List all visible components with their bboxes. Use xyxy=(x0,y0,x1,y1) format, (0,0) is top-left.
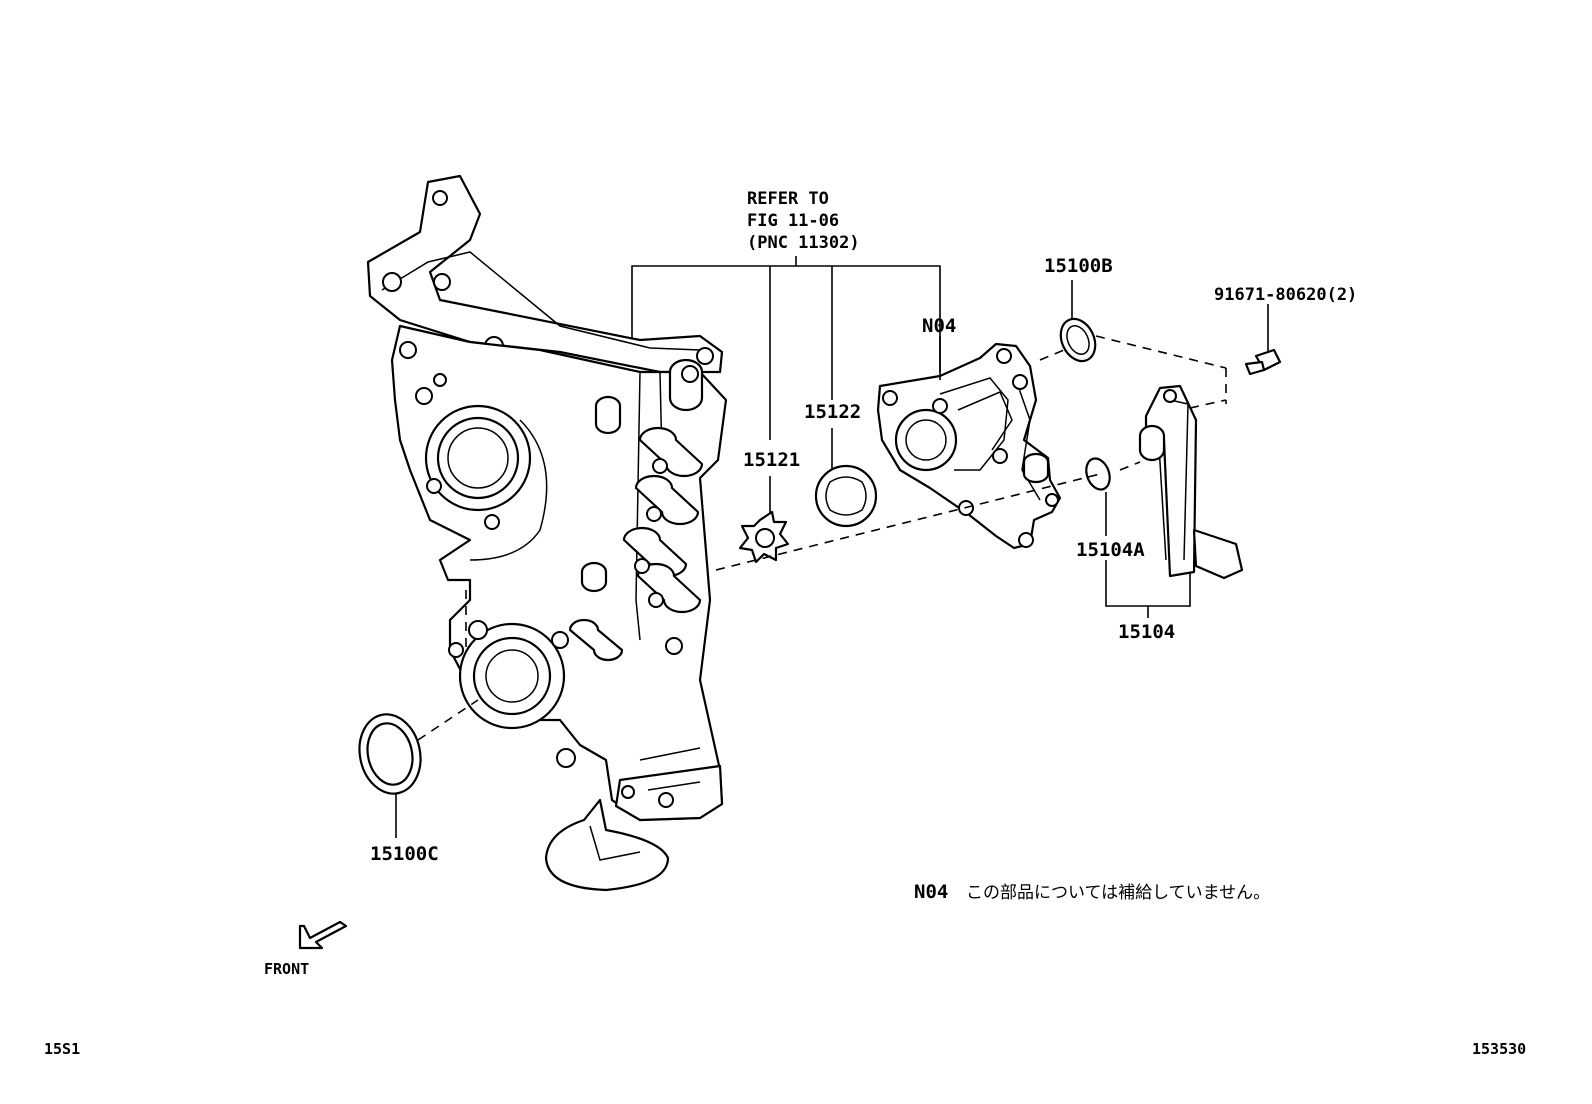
callout-15104: 15104 xyxy=(1118,621,1175,643)
callout-15100B: 15100B xyxy=(1044,255,1113,277)
refer-to-bracket xyxy=(631,256,941,516)
tensioner-assembly-15104 xyxy=(1138,384,1244,580)
refer-to-line-2: FIG 11-06 xyxy=(747,211,839,231)
oil-seal-15100C xyxy=(358,713,422,795)
callout-15121: 15121 xyxy=(743,449,800,471)
front-arrow-icon xyxy=(298,920,348,950)
note-text: この部品については補給していません。 xyxy=(966,883,1270,903)
outer-rotor-15122 xyxy=(814,464,878,528)
bolt-91671-80620 xyxy=(1244,348,1282,376)
footer-right-code: 153530 xyxy=(1472,1040,1526,1058)
timing-chain-cover xyxy=(366,174,728,892)
assembly-dashed-lines xyxy=(417,335,1227,741)
inner-rotor-15121 xyxy=(738,510,790,564)
refer-to-line-1: REFER TO xyxy=(747,189,829,209)
callout-N04: N04 xyxy=(922,315,956,337)
o-ring-15100B xyxy=(1059,317,1097,363)
footer-left-code: 15S1 xyxy=(44,1040,80,1058)
callout-15104A: 15104A xyxy=(1076,539,1145,561)
note-code: N04 xyxy=(914,881,948,903)
refer-to-line-3: (PNC 11302) xyxy=(747,233,860,253)
callout-15100C: 15100C xyxy=(370,843,439,865)
oil-pump-body xyxy=(876,342,1062,550)
callout-91671-80620: 91671-80620(2) xyxy=(1214,285,1357,305)
front-label: FRONT xyxy=(264,960,309,978)
o-ring-15104A xyxy=(1085,457,1111,491)
callout-15122: 15122 xyxy=(804,401,861,423)
